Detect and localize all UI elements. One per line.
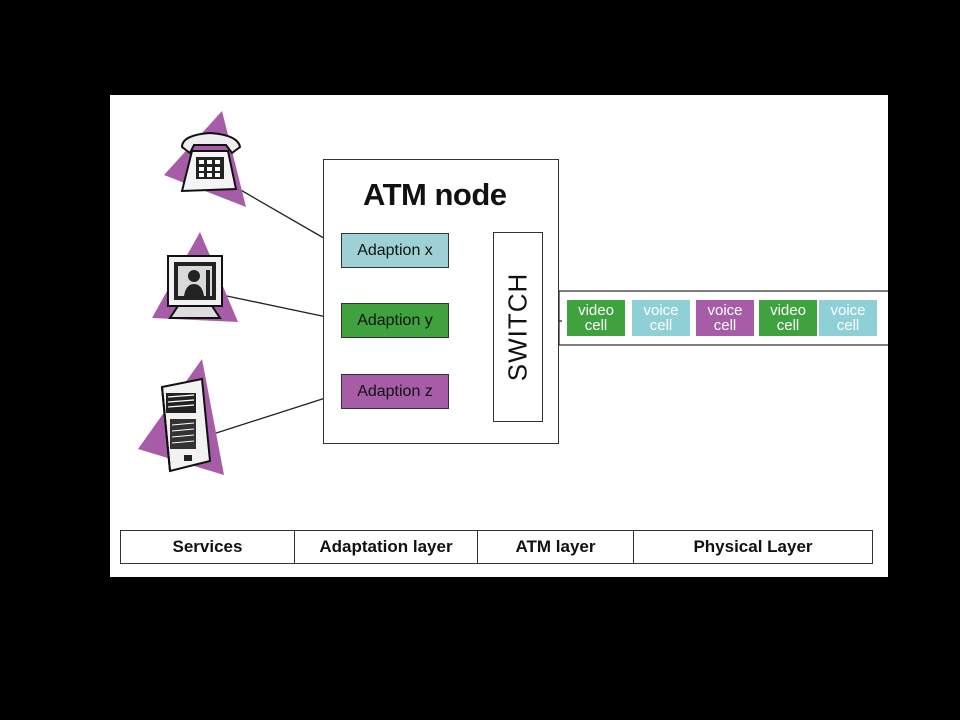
cell-4-line2: cell [776,317,800,334]
cell-3: voice cell [696,300,754,336]
atm-node-title: ATM node [363,177,507,212]
cell-5-line1: voice [830,302,866,319]
diagram-panel: ATM node Adaption x Adaption y Adaption … [110,95,888,577]
switch-box: SWITCH [493,232,543,422]
layer-adaptation: Adaptation layer [295,531,478,563]
cell-3-line1: voice [707,302,743,319]
video-monitor-icon [152,232,238,322]
layer-atm: ATM layer [478,531,634,563]
layer-physical: Physical Layer [693,537,813,556]
cell-5-line2: cell [836,317,860,334]
layer-services: Services [121,531,295,563]
cell-1-line2: cell [584,317,608,334]
cell-5: voice cell [819,300,877,336]
cell-2-line2: cell [649,317,673,334]
switch-label: SWITCH [502,272,533,382]
adaption-y-box: Adaption y [341,303,449,338]
adaption-x-box: Adaption x [341,233,449,268]
layer-bar: Services Adaptation layer ATM layer Phys… [120,530,873,564]
cell-1: video cell [567,300,625,336]
cell-1-line1: video [578,302,614,319]
adaption-y-label: Adaption y [357,311,433,329]
computer-tower-icon [138,359,224,475]
telephone-icon [164,111,246,207]
adaption-z-box: Adaption z [341,374,449,409]
adaption-z-label: Adaption z [357,382,433,400]
cell-3-line2: cell [713,317,737,334]
cell-4-line1: video [770,302,806,319]
cell-2: voice cell [632,300,690,336]
cell-2-line1: voice [643,302,679,319]
cell-4: video cell [759,300,817,336]
adaption-x-label: Adaption x [357,241,433,259]
